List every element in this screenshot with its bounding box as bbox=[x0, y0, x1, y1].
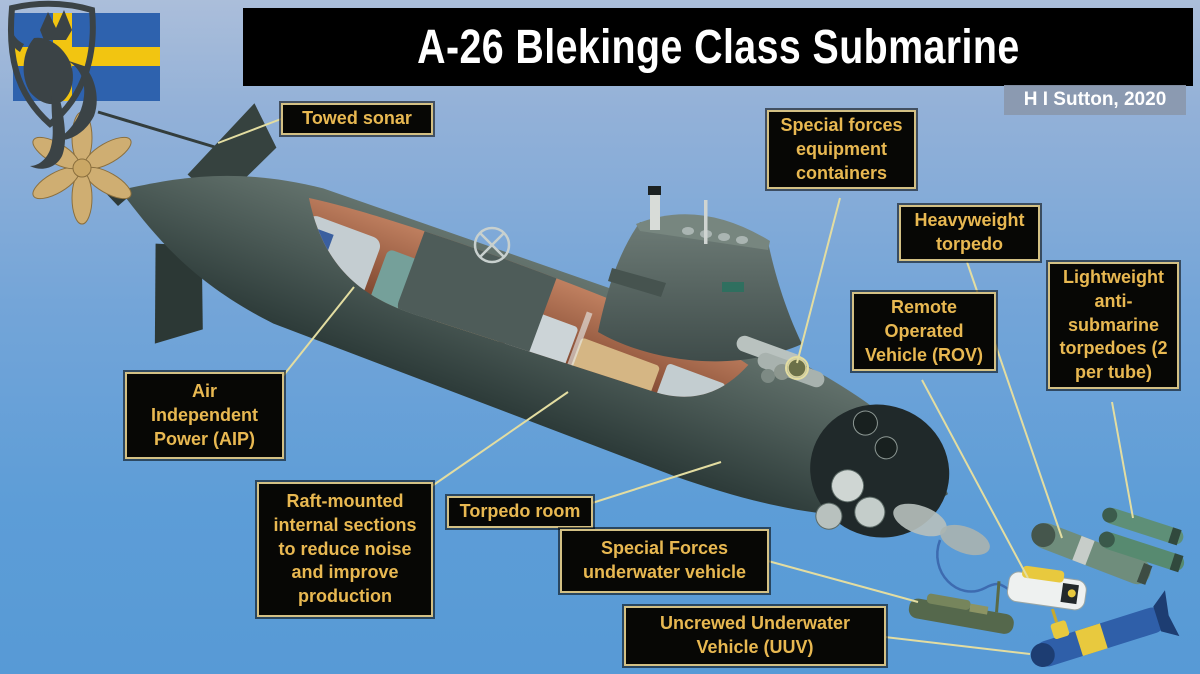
torpedo-tube bbox=[874, 436, 898, 460]
lion-shield-logo bbox=[7, 0, 97, 169]
leader-rov bbox=[921, 379, 1029, 579]
torpedo-tube bbox=[852, 410, 878, 436]
label-rov: Remote Operated Vehicle (ROV) bbox=[852, 292, 996, 372]
periscope-mast bbox=[650, 194, 660, 230]
heavyweight-torpedo-art bbox=[1031, 523, 1153, 585]
sf-underwater-vehicle-art bbox=[908, 581, 1014, 634]
sail-window bbox=[722, 282, 744, 292]
label-heavyweight-torpedo: Heavyweight torpedo bbox=[899, 205, 1040, 261]
leader-uuv bbox=[884, 636, 1031, 655]
label-uuv: Uncrewed Underwater Vehicle (UUV) bbox=[624, 606, 886, 666]
equipment-containers bbox=[736, 335, 825, 388]
label-sf-underwater-vehicle: Special Forces underwater vehicle bbox=[560, 529, 769, 593]
rov-art bbox=[1006, 565, 1087, 611]
hatch-marking bbox=[473, 226, 511, 264]
leader-aip bbox=[282, 286, 355, 377]
label-torpedo-room: Torpedo room bbox=[447, 496, 593, 528]
credit-badge: H I Sutton, 2020 bbox=[1004, 85, 1186, 115]
label-special-forces-containers: Special forces equipment containers bbox=[767, 110, 916, 190]
label-raft-mounted: Raft-mounted internal sections to reduce… bbox=[257, 482, 433, 617]
sail-plane bbox=[608, 268, 666, 297]
label-aip: Air Independent Power (AIP) bbox=[125, 372, 284, 460]
page-title: A-26 Blekinge Class Submarine bbox=[416, 20, 1020, 74]
leader-sf-containers bbox=[796, 197, 841, 364]
label-lightweight-torpedoes: Lightweight anti- submarine torpedoes (2… bbox=[1048, 262, 1179, 389]
title-bar: A-26 Blekinge Class Submarine bbox=[243, 8, 1193, 86]
support-vehicles bbox=[908, 507, 1185, 668]
uuv-art bbox=[1030, 590, 1180, 668]
lightweight-torpedoes-art bbox=[1098, 507, 1185, 573]
antenna-mast bbox=[704, 200, 708, 244]
sail bbox=[598, 186, 802, 362]
credit-text: H I Sutton, 2020 bbox=[1023, 89, 1167, 110]
leader-sf-containers-ring bbox=[785, 356, 809, 380]
leader-raft bbox=[431, 391, 569, 487]
leader-towed-sonar bbox=[217, 118, 282, 144]
leader-sf-vehicle bbox=[767, 560, 919, 603]
leader-lightweight bbox=[1111, 401, 1134, 519]
rov-tether bbox=[936, 539, 1011, 593]
label-towed-sonar: Towed sonar bbox=[281, 103, 433, 135]
leader-torpedo-room bbox=[591, 461, 722, 504]
